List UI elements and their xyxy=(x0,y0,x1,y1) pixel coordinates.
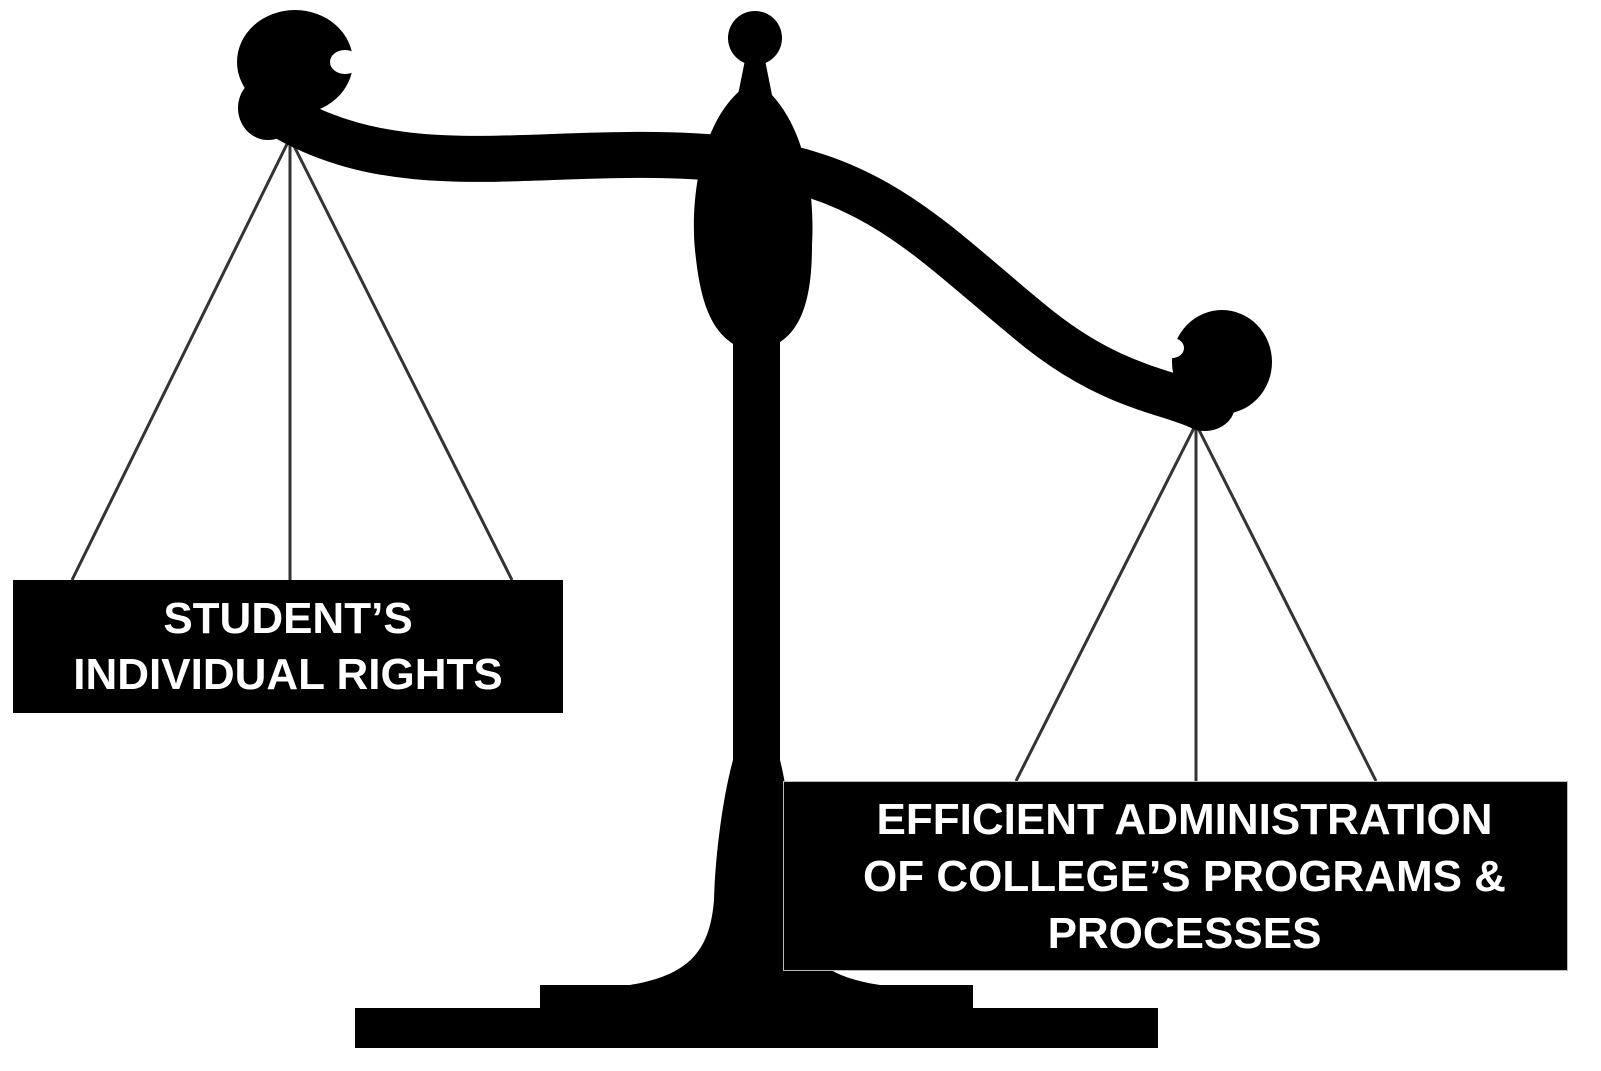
left-scroll-hollow xyxy=(330,50,360,74)
student-rights-label: STUDENT’S INDIVIDUAL RIGHTS xyxy=(13,580,563,713)
left-pan-strings xyxy=(70,137,514,581)
right-label-line-1: EFFICIENT ADMINISTRATION xyxy=(876,794,1493,844)
left-label-line-1: STUDENT’S xyxy=(163,593,413,643)
scale-base-lower xyxy=(355,1008,1158,1048)
scale-pillar xyxy=(630,340,880,985)
right-pan-strings xyxy=(1014,423,1378,782)
right-label-line-2: OF COLLEGE’S PROGRAMS & xyxy=(863,851,1506,901)
scale-finial xyxy=(728,11,782,65)
scale-beam xyxy=(267,97,1219,428)
right-scroll-hollow xyxy=(1160,338,1184,358)
left-beam-scroll xyxy=(237,10,353,140)
right-label-line-3: PROCESSES xyxy=(1047,908,1322,958)
right-beam-scroll xyxy=(1172,310,1272,431)
left-label-line-2: INDIVIDUAL RIGHTS xyxy=(73,649,503,699)
college-administration-label: EFFICIENT ADMINISTRATION OF COLLEGE’S PR… xyxy=(783,781,1568,971)
scale-pivot xyxy=(693,80,813,345)
scale-base-upper xyxy=(540,985,973,1010)
